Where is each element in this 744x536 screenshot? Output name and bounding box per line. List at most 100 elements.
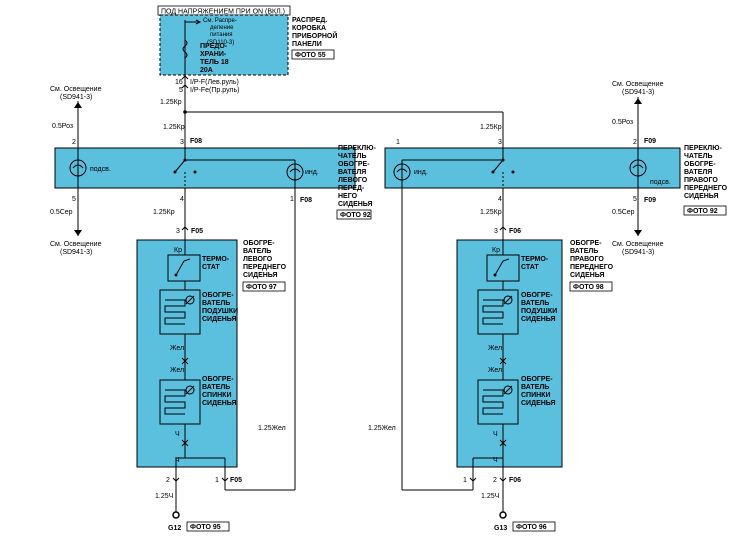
fuse-pin-5: 5 [179, 87, 183, 94]
lamp-icon [629, 159, 647, 177]
svg-text:ОБОГРЕ-: ОБОГРЕ- [684, 161, 716, 168]
fuse-box-title-3: ПРИБОРНОЙ [292, 31, 337, 40]
fuse-label-3: ТЕЛЬ 18 [200, 59, 229, 66]
right-heater-zhel-2: Жел [488, 367, 502, 374]
svg-text:ПЕРЕДНЕГО: ПЕРЕДНЕГО [684, 185, 728, 192]
right-switch-conn-top: F09 [644, 138, 656, 145]
wire-right-roz: 0.5Роз [612, 119, 633, 126]
svg-text:ВАТЕЛЯ: ВАТЕЛЯ [684, 169, 712, 176]
indicator-lamp-icon [286, 163, 304, 181]
indicator-lamp-icon [393, 163, 411, 181]
left-heater-pin-b2: 1 [215, 477, 219, 484]
svg-text:ПРАВОГО: ПРАВОГО [684, 177, 718, 184]
left-cushion-heater [159, 289, 201, 335]
left-switch-title: ПЕРЕКЛЮ- ЧАТЕЛЬ ОБОГРЕ- ВАТЕЛЯ ЛЕВОГО ПЕ… [338, 145, 376, 208]
fuse-box [159, 14, 289, 76]
fuse-label-2: ХРАНИ- [200, 51, 227, 58]
fuse-note-3: питания [210, 32, 233, 38]
right-back-label: ОБОГРЕ- ВАТЕЛЬ СПИНКИ СИДЕНЬЯ [521, 376, 556, 407]
right-heater-box [456, 239, 563, 468]
svg-text:ОБОГРЕ-: ОБОГРЕ- [202, 376, 234, 383]
power-label: ПОД НАПРЯЖЕНИЕМ ПРИ ON (ВКЛ.) [161, 9, 285, 16]
right-heater-photo: ФОТО 98 [573, 284, 604, 291]
switch-icon [494, 258, 510, 276]
fuse-box-photo: ФОТО 55 [295, 52, 326, 59]
ground-icon [499, 511, 507, 519]
fuse-icon [182, 39, 188, 59]
svg-text:ЧАТЕЛЬ: ЧАТЕЛЬ [338, 153, 367, 160]
left-heater-ch-1: Ч [175, 431, 180, 438]
fuse-box-title-1: РАСПРЕД. [292, 17, 327, 24]
wire-left-zhel: 1.25Жел [258, 425, 286, 432]
left-switch-box [54, 147, 356, 189]
right-heater-zhel-1: Жел [488, 345, 502, 352]
svg-text:СПИНКИ: СПИНКИ [202, 392, 231, 399]
svg-text:ВАТЕЛЬ: ВАТЕЛЬ [521, 384, 549, 391]
svg-text:СИДЕНЬЯ: СИДЕНЬЯ [243, 272, 278, 279]
thermal-icon [503, 295, 513, 305]
right-heater-title: ОБОГРЕ- ВАТЕЛЬ ПРАВОГО ПЕРЕДНЕГО СИДЕНЬЯ [570, 240, 614, 279]
right-heater-ch-2: Ч [493, 457, 498, 464]
arrow-down-icon [634, 230, 642, 236]
wire-right-ser: 0.5Сер [612, 209, 635, 216]
svg-text:ОБОГРЕ-: ОБОГРЕ- [338, 161, 370, 168]
fuse-box-title-4: ПАНЕЛИ [292, 41, 322, 48]
right-lighting-ref-3: См. Освещение [612, 241, 664, 248]
right-ground-label: G13 [494, 525, 507, 532]
left-ground-wire: 1.25Ч [155, 493, 174, 500]
svg-text:ПЕРЕДНЕГО: ПЕРЕДНЕГО [243, 264, 287, 271]
left-switch-pin2: 2 [72, 139, 76, 146]
svg-text:ПОДУШКИ: ПОДУШКИ [521, 308, 557, 315]
right-cushion-heater [477, 289, 519, 335]
right-thermostat-label-1: ТЕРМО- [521, 256, 549, 263]
svg-text:ЛЕВОГО: ЛЕВОГО [338, 177, 368, 184]
svg-text:СИДЕНЬЯ: СИДЕНЬЯ [521, 316, 556, 323]
fuse-conn-2: I/P-Fe(Пр.руль) [190, 87, 239, 94]
left-lighting-ref-4: (SD941-3) [60, 249, 92, 256]
right-switch-pin3: 3 [498, 139, 502, 146]
svg-text:ВАТЕЛЬ: ВАТЕЛЬ [243, 248, 271, 255]
svg-text:СИДЕНЬЯ: СИДЕНЬЯ [684, 193, 719, 200]
left-back-heater [159, 379, 201, 425]
wire-left-roz: 0.5Роз [52, 123, 73, 130]
ground-icon [172, 511, 180, 519]
svg-text:ПЕРЕД-: ПЕРЕД- [338, 185, 365, 192]
right-heater-conn-top: F06 [509, 228, 521, 235]
fuse-note-4: (SD110-3) [207, 40, 234, 46]
left-switch-conn-bottom: F08 [300, 197, 312, 204]
left-thermostat-label-2: СТАТ [202, 264, 220, 271]
svg-text:СИДЕНЬЯ: СИДЕНЬЯ [521, 400, 556, 407]
svg-text:СИДЕНЬЯ: СИДЕНЬЯ [202, 316, 237, 323]
lamp-icon [69, 159, 87, 177]
svg-text:ВАТЕЛЬ: ВАТЕЛЬ [570, 248, 598, 255]
left-thermostat-label-1: ТЕРМО- [202, 256, 230, 263]
svg-text:ПЕРЕДНЕГО: ПЕРЕДНЕГО [570, 264, 614, 271]
svg-text:ЛЕВОГО: ЛЕВОГО [243, 256, 273, 263]
left-switch-pin1: 1 [290, 196, 294, 203]
left-switch-pin3: 3 [180, 139, 184, 146]
right-switch-title: ПЕРЕКЛЮ- ЧАТЕЛЬ ОБОГРЕ- ВАТЕЛЯ ПРАВОГО П… [684, 145, 728, 200]
wire-left-to-heater: 1.25Кр [153, 209, 175, 216]
left-lighting-ref-1: См. Освещение [50, 86, 102, 93]
arrow-up-icon [634, 98, 642, 104]
right-heater-pin-b2: 2 [493, 477, 497, 484]
switch-icon [175, 258, 191, 276]
svg-text:ВАТЕЛЯ: ВАТЕЛЯ [338, 169, 366, 176]
wire-right-to-heater: 1.25Кр [480, 209, 502, 216]
left-cushion-label: ОБОГРЕ- ВАТЕЛЬ ПОДУШКИ СИДЕНЬЯ [202, 292, 238, 323]
left-lighting-ref-2: (SD941-3) [60, 94, 92, 101]
svg-text:ОБОГРЕ-: ОБОГРЕ- [202, 292, 234, 299]
svg-text:СИДЕНЬЯ: СИДЕНЬЯ [570, 272, 605, 279]
left-switch-conn-top: F08 [190, 138, 202, 145]
wire-right-zhel: 1.25Жел [368, 425, 396, 432]
thermal-icon [185, 385, 195, 395]
svg-text:ВАТЕЛЬ: ВАТЕЛЬ [202, 300, 230, 307]
heating-element-icon [164, 389, 186, 415]
left-ground-photo: ФОТО 95 [190, 524, 221, 531]
fuse-note-1: См. Распре- [203, 18, 237, 24]
svg-text:ПЕРЕКЛЮ-: ПЕРЕКЛЮ- [338, 145, 376, 152]
fuse-box-title-2: КОРОБКА [292, 25, 326, 32]
right-heater-pin-top: 3 [494, 228, 498, 235]
right-switch-pin2: 2 [633, 139, 637, 146]
fuse-label-4: 20А [200, 67, 213, 74]
